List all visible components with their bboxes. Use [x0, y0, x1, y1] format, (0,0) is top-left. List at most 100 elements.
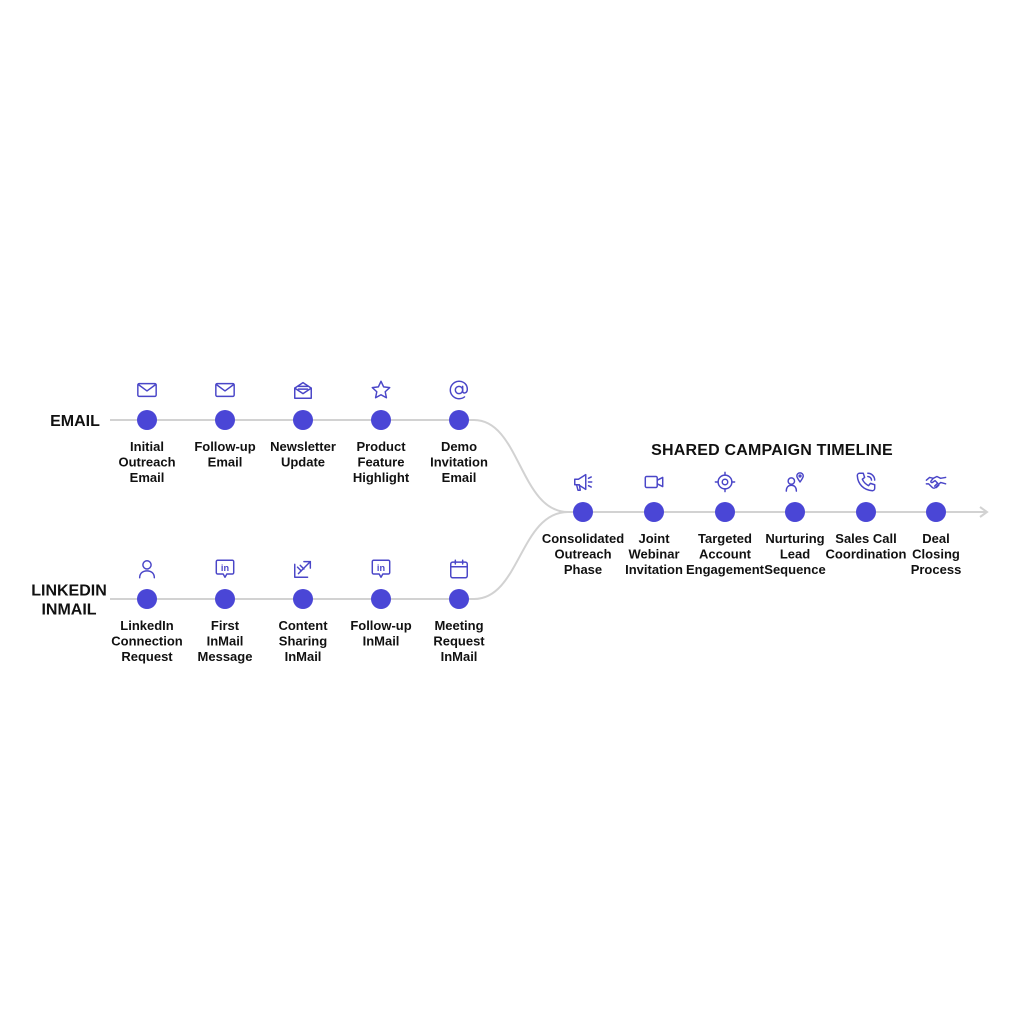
- svg-text:in: in: [377, 563, 386, 573]
- email-step-label-line: Initial: [130, 439, 164, 454]
- linkedin-step-label-line: InMail: [363, 634, 400, 649]
- linkedin-step-dot: [371, 589, 391, 609]
- email-step-label-line: Email: [208, 455, 243, 470]
- email-step-label-line: Highlight: [353, 470, 410, 485]
- linkedin-step-label-line: Message: [198, 649, 253, 664]
- linkedin-step-label-line: Content: [278, 618, 328, 633]
- linkedin-message-icon: in: [371, 559, 391, 578]
- svg-text:in: in: [221, 563, 230, 573]
- email-step-label-line: Newsletter: [270, 439, 336, 454]
- shared-step-dot: [856, 502, 876, 522]
- linkedin-connector-line: [110, 511, 569, 600]
- megaphone-icon: [574, 473, 593, 491]
- shared-step-label-line: Lead: [780, 547, 810, 562]
- shared-step-label-line: Sequence: [764, 562, 825, 577]
- email-lane-label-line: EMAIL: [50, 413, 100, 430]
- linkedin-step-dot: [293, 589, 313, 609]
- calendar-icon: [450, 559, 468, 579]
- shared-step-label-line: Webinar: [628, 547, 679, 562]
- share-icon: [294, 560, 312, 578]
- lane-labels: EMAIL LINKEDIN INMAIL: [31, 413, 107, 619]
- mail-icon: [215, 382, 235, 398]
- linkedin-lane-label-line: LINKEDIN: [31, 583, 107, 600]
- shared-step-label-line: Engagement: [686, 562, 765, 577]
- linkedin-step-label-line: Meeting: [434, 618, 483, 633]
- linkedin-step-label-line: InMail: [441, 649, 478, 664]
- timeline-nodes: InitialOutreachEmailFollow-upEmailNewsle…: [111, 380, 962, 664]
- linkedin-step-label-line: Connection: [111, 634, 183, 649]
- shared-step-label-line: Deal: [922, 531, 949, 546]
- shared-step-label-line: Account: [699, 547, 752, 562]
- email-step-dot: [293, 410, 313, 430]
- email-connector-line: [110, 419, 569, 513]
- email-step-label-line: Demo: [441, 439, 477, 454]
- star-icon: [371, 380, 391, 399]
- email-step-dot: [449, 410, 469, 430]
- shared-step-label-line: Targeted: [698, 531, 752, 546]
- email-step-label-line: Product: [356, 439, 406, 454]
- video-camera-icon: [644, 475, 664, 489]
- shared-step-dot: [926, 502, 946, 522]
- email-step-label-line: Invitation: [430, 455, 488, 470]
- linkedin-step-label-line: Request: [121, 649, 173, 664]
- linkedin-step-label-line: InMail: [285, 649, 322, 664]
- shared-step-label-line: Invitation: [625, 562, 683, 577]
- timeline-arrow-head: [979, 506, 989, 518]
- email-step-dot: [137, 410, 157, 430]
- email-step-dot: [215, 410, 235, 430]
- shared-step-dot: [715, 502, 735, 522]
- linkedin-step-label-line: First: [211, 618, 240, 633]
- email-step-label-line: Outreach: [118, 455, 175, 470]
- email-step-dot: [371, 410, 391, 430]
- handshake-icon: [925, 475, 947, 489]
- shared-step-dot: [785, 502, 805, 522]
- user-icon: [138, 560, 156, 579]
- shared-step-label-line: Nurturing: [765, 531, 824, 546]
- shared-step-label-line: Closing: [912, 547, 960, 562]
- timeline-connectors: [110, 419, 989, 600]
- shared-step-label-line: Consolidated: [542, 531, 624, 546]
- linkedin-step-label-line: Sharing: [279, 634, 327, 649]
- email-step-label-line: Update: [281, 455, 325, 470]
- shared-step-label-line: Process: [911, 562, 962, 577]
- mail-icon: [137, 382, 157, 398]
- shared-step-label-line: Coordination: [826, 547, 907, 562]
- shared-step-dot: [644, 502, 664, 522]
- linkedin-lane-label-line: INMAIL: [41, 602, 96, 619]
- shared-step-label-line: Outreach: [554, 547, 611, 562]
- target-icon: [714, 471, 736, 493]
- linkedin-step-dot: [137, 589, 157, 609]
- user-location-icon: [785, 472, 804, 492]
- linkedin-step-dot: [449, 589, 469, 609]
- shared-timeline-title: SHARED CAMPAIGN TIMELINE: [651, 442, 893, 459]
- at-sign-icon: [449, 380, 468, 400]
- linkedin-step-label-line: Request: [433, 634, 485, 649]
- shared-step-label-line: Joint: [638, 531, 670, 546]
- linkedin-step-label-line: InMail: [207, 634, 244, 649]
- email-step-label-line: Feature: [358, 455, 405, 470]
- shared-step-dot: [573, 502, 593, 522]
- email-step-label-line: Email: [130, 470, 165, 485]
- shared-step-label-line: Sales Call: [835, 531, 896, 546]
- linkedin-step-label-line: LinkedIn: [120, 618, 174, 633]
- newsletter-icon: [294, 381, 312, 399]
- email-step-label-line: Follow-up: [194, 439, 255, 454]
- shared-step-label-line: Phase: [564, 562, 602, 577]
- linkedin-step-dot: [215, 589, 235, 609]
- phone-call-icon: [856, 472, 876, 492]
